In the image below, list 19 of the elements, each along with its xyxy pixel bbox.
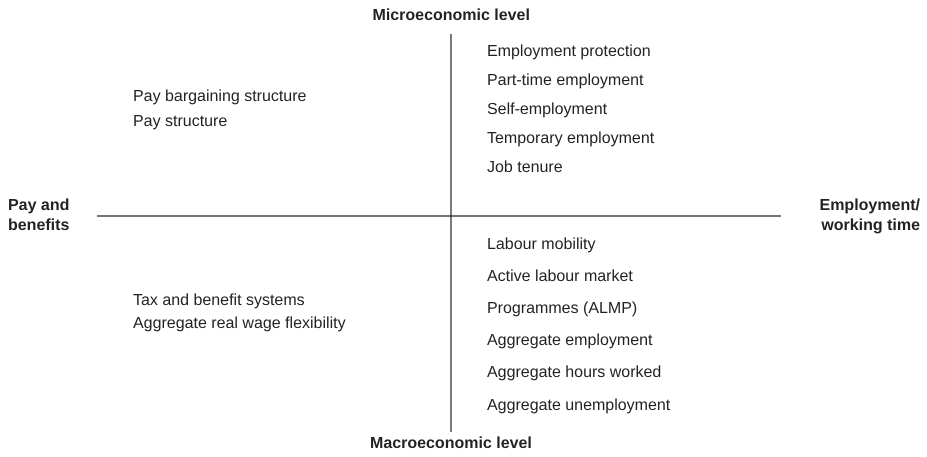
quadrant-item: Labour mobility bbox=[487, 235, 596, 255]
quadrant-item: Job tenure bbox=[487, 158, 563, 178]
quadrant-item: Employment protection bbox=[487, 42, 651, 62]
quadrant-item: Aggregate hours worked bbox=[487, 363, 662, 383]
axis-label: Microeconomic level bbox=[372, 6, 530, 26]
quadrant-item: Aggregate employment bbox=[487, 331, 652, 351]
axis-label: Employment/ working time bbox=[818, 196, 920, 236]
quadrant-item: Self-employment bbox=[487, 100, 608, 120]
axis-label: Macroeconomic level bbox=[370, 434, 532, 454]
quadrant-item: Programmes (ALMP) bbox=[487, 299, 638, 319]
quadrant-item: Temporary employment bbox=[487, 129, 654, 149]
quadrant-item: Part-time employment bbox=[487, 71, 644, 91]
quadrant-item: Aggregate unemployment bbox=[487, 396, 670, 416]
quadrant-item: Aggregate real wage flexibility bbox=[133, 314, 346, 334]
quadrant-item: Tax and benefit systems bbox=[133, 291, 305, 311]
quadrant-item: Pay bargaining structure bbox=[133, 87, 306, 107]
axis-label: Pay and benefits bbox=[8, 196, 70, 236]
quadrant-item: Active labour market bbox=[487, 267, 633, 287]
quadrant-item: Pay structure bbox=[133, 112, 228, 132]
